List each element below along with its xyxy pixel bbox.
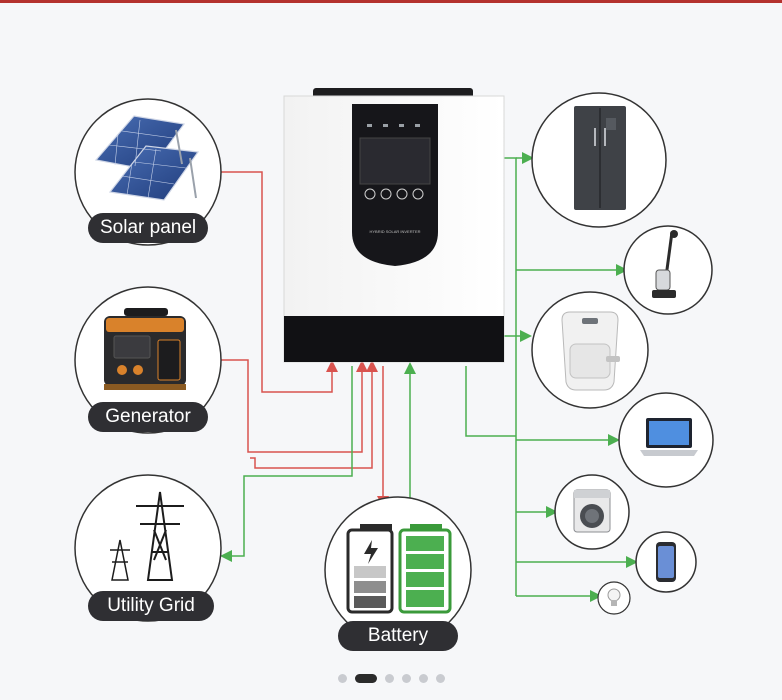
- generator-node: [74, 286, 222, 434]
- low-battery-icon: [346, 524, 394, 614]
- grid-to-inverter-line: [250, 360, 378, 469]
- input-lines: [220, 171, 389, 508]
- utility-grid-label: Utility Grid: [88, 591, 214, 621]
- air-fryer-node: [531, 291, 649, 409]
- inverter-indicator-leds: [367, 124, 420, 127]
- carousel-dot[interactable]: [418, 673, 428, 683]
- carousel-indicator: [0, 670, 782, 686]
- output-bus-line: [503, 157, 517, 596]
- solar-to-inverter-line: [220, 171, 338, 393]
- carousel-dot-active[interactable]: [354, 673, 377, 683]
- light-bulb-node: [597, 581, 631, 615]
- generator-icon: [104, 308, 186, 390]
- inverter-caption: HYBRID SOLAR INVERTER: [369, 229, 420, 234]
- light-bulb-icon: [607, 588, 621, 606]
- utility-grid-node: [74, 474, 222, 622]
- inverter-to-grid-line: [220, 366, 353, 562]
- inverter-low-output-line: [465, 366, 516, 437]
- top-accent-strip: [0, 0, 782, 3]
- solar-panel-icon: [94, 115, 200, 201]
- output-lines: [220, 152, 638, 602]
- generator-to-inverter-line: [220, 359, 368, 453]
- air-fryer-icon: [561, 311, 620, 391]
- battery-node: [324, 496, 472, 644]
- inverter-unit: HYBRID SOLAR INVERTER: [283, 88, 505, 363]
- full-battery-icon: [398, 524, 452, 614]
- smartphone-icon: [656, 542, 676, 582]
- laptop-icon: [640, 418, 698, 456]
- carousel-dot[interactable]: [435, 673, 445, 683]
- carousel-dot[interactable]: [401, 673, 411, 683]
- vacuum-node: [623, 225, 713, 315]
- solar-panel-node: [74, 98, 222, 246]
- inverter-buttons: [364, 188, 424, 200]
- smartphone-node: [635, 531, 697, 593]
- small-power-tower-icon: [110, 539, 130, 581]
- refrigerator-node: [531, 92, 667, 228]
- carousel-dot[interactable]: [337, 673, 347, 683]
- solar-panel-label: Solar panel: [88, 213, 208, 243]
- inverter-screen: [359, 137, 431, 185]
- washing-machine-icon: [573, 489, 611, 533]
- vacuum-cleaner-icon: [652, 230, 678, 298]
- battery-label: Battery: [338, 621, 458, 651]
- power-tower-icon: [136, 491, 184, 581]
- carousel-dot[interactable]: [384, 673, 394, 683]
- laptop-node: [618, 392, 714, 488]
- refrigerator-icon: [574, 106, 626, 210]
- generator-label: Generator: [88, 402, 208, 432]
- washing-machine-node: [554, 474, 630, 550]
